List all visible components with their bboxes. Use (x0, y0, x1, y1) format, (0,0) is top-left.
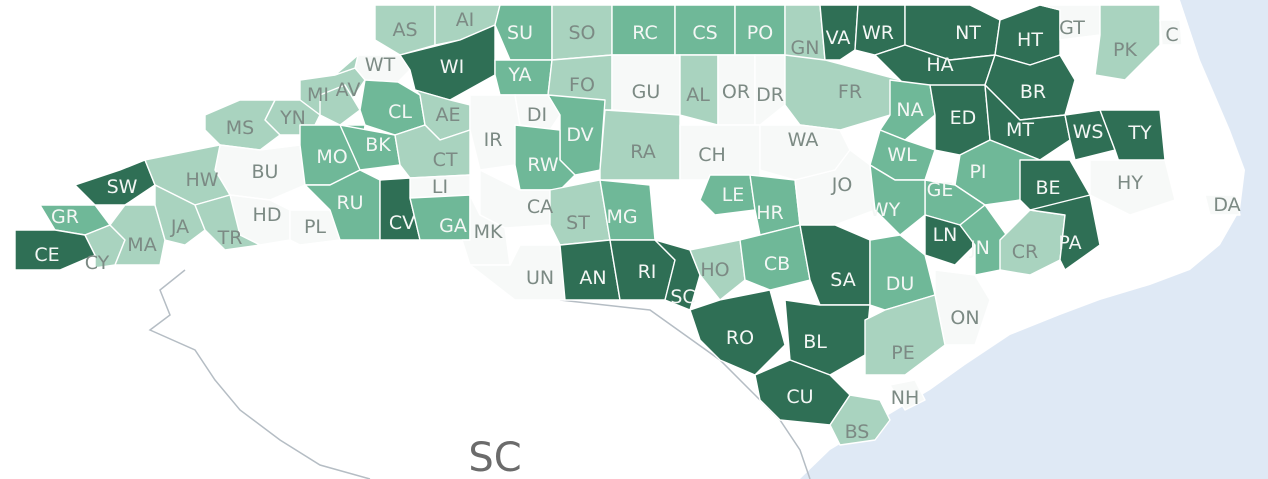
county-al-region[interactable] (679, 54, 719, 126)
county-c-region[interactable] (1159, 19, 1183, 46)
county-ch-region[interactable] (679, 124, 761, 181)
county-mg-region[interactable] (599, 179, 656, 241)
county-li-region[interactable] (409, 174, 471, 199)
county-gt-region[interactable] (1039, 4, 1101, 41)
county-pl-region[interactable] (289, 209, 341, 246)
county-ra-region[interactable] (599, 109, 681, 181)
county-rw-region[interactable] (514, 124, 576, 191)
county-ir-region[interactable] (469, 94, 521, 171)
sc-border-line (148, 269, 811, 479)
county-wi-region[interactable] (399, 24, 496, 101)
counties-layer (14, 4, 1241, 446)
county-ma-region[interactable] (109, 204, 166, 266)
county-cb-region[interactable] (739, 224, 811, 291)
county-pk-region[interactable] (1094, 4, 1161, 81)
county-av-region[interactable] (319, 54, 361, 126)
county-rc-region[interactable] (611, 4, 676, 56)
county-ms-region[interactable] (204, 99, 281, 151)
county-ho-region[interactable] (689, 239, 746, 301)
county-so-region[interactable] (551, 4, 613, 61)
county-gu-region[interactable] (611, 54, 681, 116)
county-ln-region[interactable] (924, 214, 976, 266)
county-or-region[interactable] (717, 54, 756, 126)
county-tr-region[interactable] (194, 194, 261, 251)
county-ya-region[interactable] (494, 59, 553, 96)
county-hy-region[interactable] (1089, 159, 1176, 216)
county-ws-region[interactable] (1064, 109, 1116, 161)
county-hr-region[interactable] (749, 174, 801, 236)
county-le-region[interactable] (699, 174, 756, 216)
county-bs-region[interactable] (829, 394, 891, 446)
ocean-area (800, 0, 1268, 479)
county-pe-region[interactable] (864, 294, 946, 376)
county-cs-region[interactable] (674, 4, 736, 56)
county-di-region[interactable] (514, 94, 561, 131)
county-ga-region[interactable] (409, 194, 471, 241)
county-ro-region[interactable] (689, 289, 786, 376)
county-po-region[interactable] (734, 4, 786, 56)
county-nh-region[interactable] (889, 379, 926, 411)
county-pa-region[interactable] (1029, 194, 1101, 271)
county-dr-region[interactable] (754, 54, 786, 126)
county-da-region[interactable] (1204, 194, 1241, 216)
county-va-region[interactable] (819, 4, 859, 61)
county-fr-region[interactable] (784, 54, 901, 131)
state-label-sc: SC (468, 435, 521, 479)
